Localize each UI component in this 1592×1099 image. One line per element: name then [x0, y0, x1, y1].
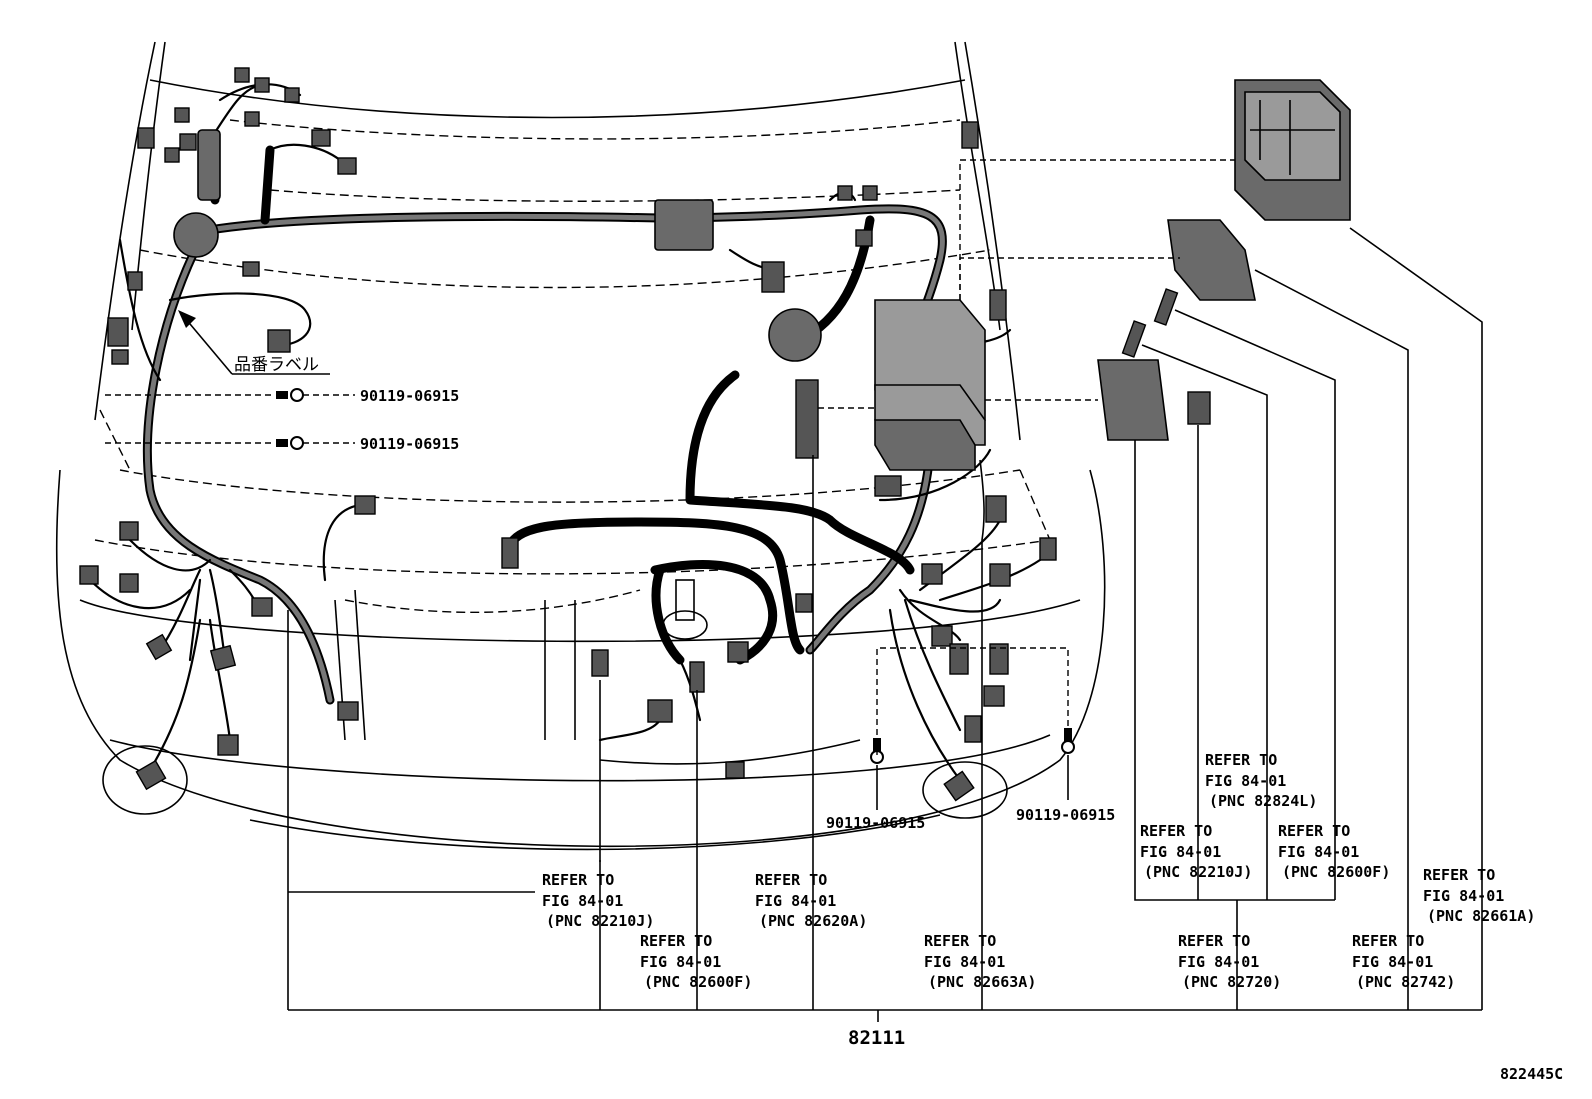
svg-text:FIG 84-01: FIG 84-01	[1423, 887, 1504, 905]
ref-label-82620A: REFER TO FIG 84-01 (PNC 82620A)	[755, 871, 867, 930]
ref-label-82663A: REFER TO FIG 84-01 (PNC 82663A)	[924, 932, 1036, 991]
svg-text:REFER TO: REFER TO	[640, 932, 712, 950]
bolt-label: 90119-06915	[360, 387, 459, 405]
bolt-label: 90119-06915	[1016, 806, 1115, 824]
ref-label-82824L: REFER TO FIG 84-01 (PNC 82824L)	[1205, 751, 1317, 810]
svg-text:FIG 84-01: FIG 84-01	[1205, 772, 1286, 790]
svg-text:FIG 84-01: FIG 84-01	[542, 892, 623, 910]
labels: 品番ラベル 90119-06915 90119-06915 90119-0691…	[234, 355, 1563, 1083]
figure-code: 822445C	[1500, 1065, 1563, 1083]
svg-text:FIG 84-01: FIG 84-01	[1352, 953, 1433, 971]
svg-text:(PNC 82210J): (PNC 82210J)	[546, 912, 654, 930]
svg-text:REFER TO: REFER TO	[1352, 932, 1424, 950]
svg-text:REFER TO: REFER TO	[1140, 822, 1212, 840]
bolt-icon	[276, 436, 304, 450]
ref-label-82210J-left: REFER TO FIG 84-01 (PNC 82210J)	[542, 871, 654, 930]
svg-text:REFER TO: REFER TO	[1278, 822, 1350, 840]
main-part-number: 82111	[848, 1027, 905, 1049]
svg-text:FIG 84-01: FIG 84-01	[755, 892, 836, 910]
ref-label-82210J-right: REFER TO FIG 84-01 (PNC 82210J)	[1140, 822, 1252, 881]
ref-label-82600F-right: REFER TO FIG 84-01 (PNC 82600F)	[1278, 822, 1390, 881]
svg-text:REFER TO: REFER TO	[1205, 751, 1277, 769]
svg-text:REFER TO: REFER TO	[542, 871, 614, 889]
svg-text:FIG 84-01: FIG 84-01	[924, 953, 1005, 971]
bolt-icon	[276, 388, 304, 402]
ref-label-82720: REFER TO FIG 84-01 (PNC 82720)	[1178, 932, 1281, 991]
svg-text:(PNC 82661A): (PNC 82661A)	[1427, 907, 1535, 925]
leader-lines	[105, 159, 1483, 1022]
svg-text:(PNC 82663A): (PNC 82663A)	[928, 973, 1036, 991]
svg-text:(PNC 82600F): (PNC 82600F)	[644, 973, 752, 991]
part-number-label-jp: 品番ラベル	[234, 355, 319, 375]
components	[173, 79, 1351, 640]
svg-text:(PNC 82720): (PNC 82720)	[1182, 973, 1281, 991]
ref-label-82742: REFER TO FIG 84-01 (PNC 82742)	[1352, 932, 1455, 991]
svg-text:REFER TO: REFER TO	[1423, 866, 1495, 884]
svg-text:REFER TO: REFER TO	[755, 871, 827, 889]
ref-label-82600F-left: REFER TO FIG 84-01 (PNC 82600F)	[640, 932, 752, 991]
svg-text:(PNC 82824L): (PNC 82824L)	[1209, 792, 1317, 810]
svg-text:FIG 84-01: FIG 84-01	[1140, 843, 1221, 861]
svg-text:FIG 84-01: FIG 84-01	[640, 953, 721, 971]
bolt-label: 90119-06915	[360, 435, 459, 453]
svg-text:(PNC 82210J): (PNC 82210J)	[1144, 863, 1252, 881]
svg-text:FIG 84-01: FIG 84-01	[1178, 953, 1259, 971]
svg-text:(PNC 82620A): (PNC 82620A)	[759, 912, 867, 930]
svg-text:REFER TO: REFER TO	[924, 932, 996, 950]
main-harness	[142, 135, 947, 705]
connectors	[79, 67, 1211, 802]
svg-text:(PNC 82742): (PNC 82742)	[1356, 973, 1455, 991]
ref-label-82661A: REFER TO FIG 84-01 (PNC 82661A)	[1423, 866, 1535, 925]
svg-text:REFER TO: REFER TO	[1178, 932, 1250, 950]
svg-text:FIG 84-01: FIG 84-01	[1278, 843, 1359, 861]
svg-text:(PNC 82600F): (PNC 82600F)	[1282, 863, 1390, 881]
bolt-label: 90119-06915	[826, 814, 925, 832]
